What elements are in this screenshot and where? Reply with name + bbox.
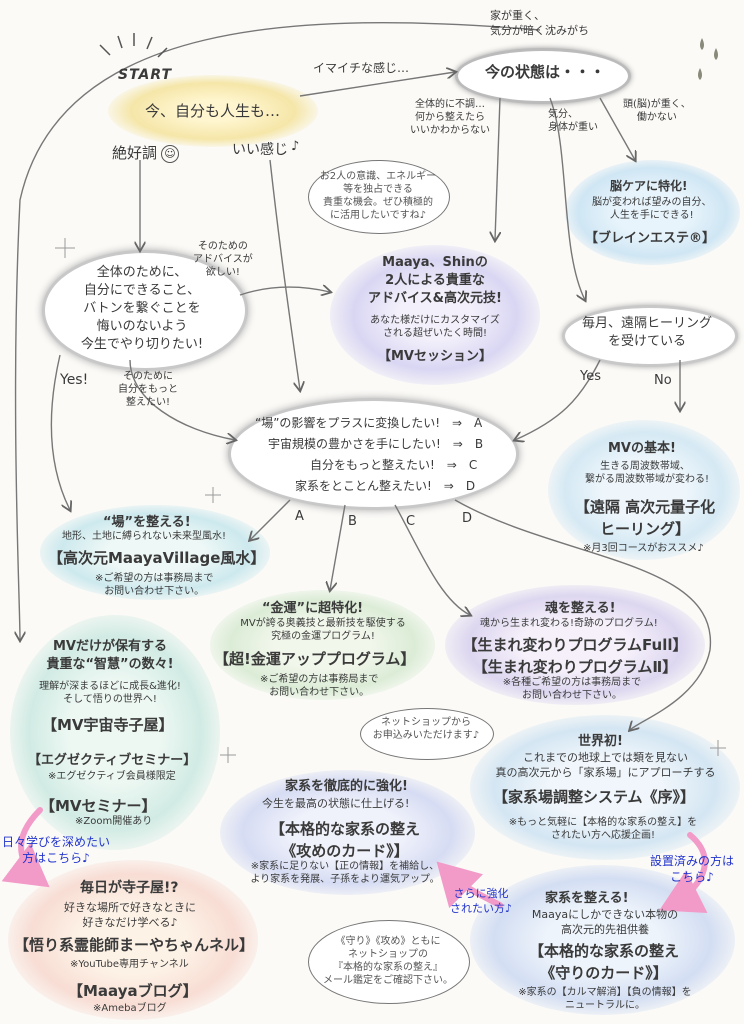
field-note: ※もっと気軽に【本格的な家系の整え】を されたい方へ応援企画! [508, 817, 698, 841]
defense-note: ※家系の【カルマ解消】【負の情報】を ニュートラルに。 [518, 987, 692, 1011]
field-title: 世界初! [578, 734, 623, 749]
shop-bubble-text: ネットショップから お申込みいただけます♪ [372, 717, 480, 741]
wisdom-title: MVだけが保有する 貴重な“智慧”の数々! [46, 639, 174, 672]
basic-body: 生きる周波数帯域、 繋がる周波数帯域が変わる! [585, 461, 710, 485]
brain-title: 脳ケアに特化! [610, 179, 688, 193]
defense-body: Maayaにしかできない本物の 高次元的先祖供養 [531, 908, 679, 936]
choice-d: 家系をとことん整えたい! ⇒ D [295, 479, 476, 493]
branch-unclear: 全体的に不調… 何から整えたら いいかわからない [410, 99, 490, 136]
session-blob [330, 245, 540, 385]
basic-note: ※月3回コースがおススメ♪ [583, 543, 704, 554]
remote-yes: Yes [580, 369, 601, 384]
current-note: 家が重く、 気分が暗く沈みがち [490, 9, 589, 37]
brain-name: 【ブレインエステ®】 [585, 231, 716, 246]
branch-good-label: 絶好調 [112, 144, 158, 162]
wisdom-note3: ※Zoom開催あり [75, 816, 153, 827]
wisdom-name2: 【エグゼクティブセミナー】 [28, 753, 197, 768]
defense-title: 家系を整える! [545, 891, 629, 906]
session-title: Maaya、Shinの 2人による貴重な アドバイス&高次元技! [368, 255, 502, 306]
basic-blob [548, 420, 740, 560]
start-glow [108, 75, 318, 147]
smiley-icon: ☺ [161, 145, 179, 163]
remote-blob [562, 305, 738, 367]
start-text: 今、自分も人生も… [145, 102, 281, 120]
youtube-blob [8, 860, 258, 1020]
mail-bubble-text: 《守り》《攻め》ともに ネットショップの 『本格的な家系の整え』 メール鑑定をご… [323, 936, 453, 986]
note-icon: ♪ [291, 139, 300, 154]
soul-body: 魂から生まれ変わる!奇跡のプログラム! [480, 618, 658, 629]
feng-title: “場”を整える! [103, 515, 191, 530]
youtube-body: 好きな場所で好きなときに 好きなだけ学べる♪ [64, 901, 196, 929]
field-name: 【家系場調整システム《序》】 [493, 788, 696, 806]
money-blob [210, 590, 435, 700]
soul-name: 【生まれ変わりプログラムFull】 【生まれ変わりプログラムⅡ】 [462, 636, 688, 676]
field-body: これまでの地球上では類を見ない 真の高次元から「家系場」にアプローチする [495, 751, 716, 779]
current-title: 今の状態は・・・ [485, 63, 606, 81]
remote-no: No [654, 373, 672, 388]
yes-left-label: Yes! [60, 372, 89, 388]
wisdom-note2: ※エグゼクティブ会員様限定 [48, 771, 176, 782]
deep-label[interactable]: 日々学びを深めたい 方はこちら♪ [2, 835, 111, 865]
session-bubble [308, 160, 450, 234]
feng-name: 【高次元MaayaVillage風水】 [48, 549, 266, 567]
defense-name: 【本格的な家系の整え 《守りのカード》】 [528, 942, 679, 982]
youtube-name2[interactable]: 【Maayaブログ】 [68, 982, 198, 1000]
money-title: “金運”に超特化! [262, 601, 364, 616]
attack-body: 今生を最高の状態に仕上げる! [262, 797, 410, 810]
wisdom-name1: 【MV宇宙寺子屋】 [42, 716, 174, 734]
session-body: あなた様だけにカスタマイズ される超ぜいたく時間! [370, 315, 500, 339]
shop-bubble [360, 708, 494, 760]
stronger-label[interactable]: さらに強化 されたい方♪ [450, 887, 513, 915]
money-note: ※ご希望の方は事務局まで お問い合わせ下さい。 [260, 674, 379, 698]
feng-body: 地形、土地に縛られない未来型風水! [62, 531, 227, 542]
basic-title: MVの基本! [608, 441, 676, 456]
choice-c: 自分をもっと整えたい! ⇒ C [310, 458, 478, 472]
attack-blob [220, 770, 475, 895]
money-body: MVが誇る奥義技と最新技を駆使する 究極の金運プログラム! [240, 618, 406, 642]
basic-name: 【遠隔 高次元量子化 ヒーリング】 [574, 498, 716, 538]
money-name: 【超!金運アッププログラム】 [214, 650, 416, 668]
wisdom-body: 理解が深まるほどに成長&進化! そして悟りの世界へ! [39, 681, 181, 705]
wisdom-name3: 【MVセミナー】 [40, 797, 157, 815]
attack-note: ※家系に足りない【正の情報】を補給し、 より家系を発展、子孫をより運気アップ。 [250, 861, 440, 885]
brain-body: 脳が変われば望みの自分、 人生を手にできる! [592, 197, 712, 221]
letter-b: B [348, 514, 357, 529]
choice-b: 宇宙規模の豊かさを手にしたい! ⇒ B [268, 437, 484, 451]
session-name: 【MVセッション】 [378, 349, 492, 364]
whole-more-label: そのために 自分をもっと 整えたい! [118, 371, 178, 408]
feng-blob [40, 505, 270, 600]
soul-title: 魂を整える! [545, 601, 616, 616]
mail-bubble [308, 920, 470, 1004]
branch-head: 頭(脳)が重く、 働かない [623, 99, 691, 123]
branch-ok-label: いい感じ [232, 142, 288, 158]
youtube-title: 毎日が寺子屋!? [80, 880, 179, 896]
attack-title: 家系を徹底的に強化! [285, 779, 408, 794]
feng-note: ※ご希望の方は事務局まで お問い合わせ下さい。 [95, 573, 214, 597]
brain-blob [565, 160, 740, 265]
start-label: START [118, 67, 173, 83]
installed-label[interactable]: 設置済みの方は こちら♪ [650, 854, 735, 884]
wisdom-blob [10, 615, 220, 850]
youtube-note1: ※YouTube専用チャンネル [70, 959, 189, 970]
remote-question: 毎月、遠隔ヒーリング を受けている [581, 316, 712, 349]
letter-a: A [295, 509, 304, 524]
whole-text: 全体のために、 自分にできること、 バトンを繋ぐことを 悔いのないよう 今生でや… [80, 265, 204, 352]
soul-note: ※各種ご希望の方は事務局まで お問い合わせ下さい。 [502, 677, 642, 701]
letter-c: C [406, 514, 416, 529]
choice-a: “場”の影響をプラスに変換したい! ⇒ A [255, 416, 483, 430]
youtube-note2: ※Amebaブログ [93, 1003, 167, 1014]
soul-blob [445, 585, 705, 705]
youtube-name1[interactable]: 【悟り系霊能師まーやちゃんネル】 [14, 936, 255, 954]
branch-meh-label: イマイチな感じ… [313, 61, 410, 75]
attack-name: 【本格的な家系の整え 《攻めのカード》】 [269, 820, 420, 860]
branch-body: 気分、 身体が重い [548, 109, 598, 133]
choices-blob [228, 398, 519, 510]
letter-d: D [462, 511, 473, 526]
current-blob [455, 48, 631, 104]
session-bubble-text: お2人の意識、エネルギー 等を独占できる 貴重な機会。ぜひ積極的 に活用したいで… [319, 171, 437, 221]
advice-label: そのための アドバイスが 欲しい! [193, 241, 253, 278]
